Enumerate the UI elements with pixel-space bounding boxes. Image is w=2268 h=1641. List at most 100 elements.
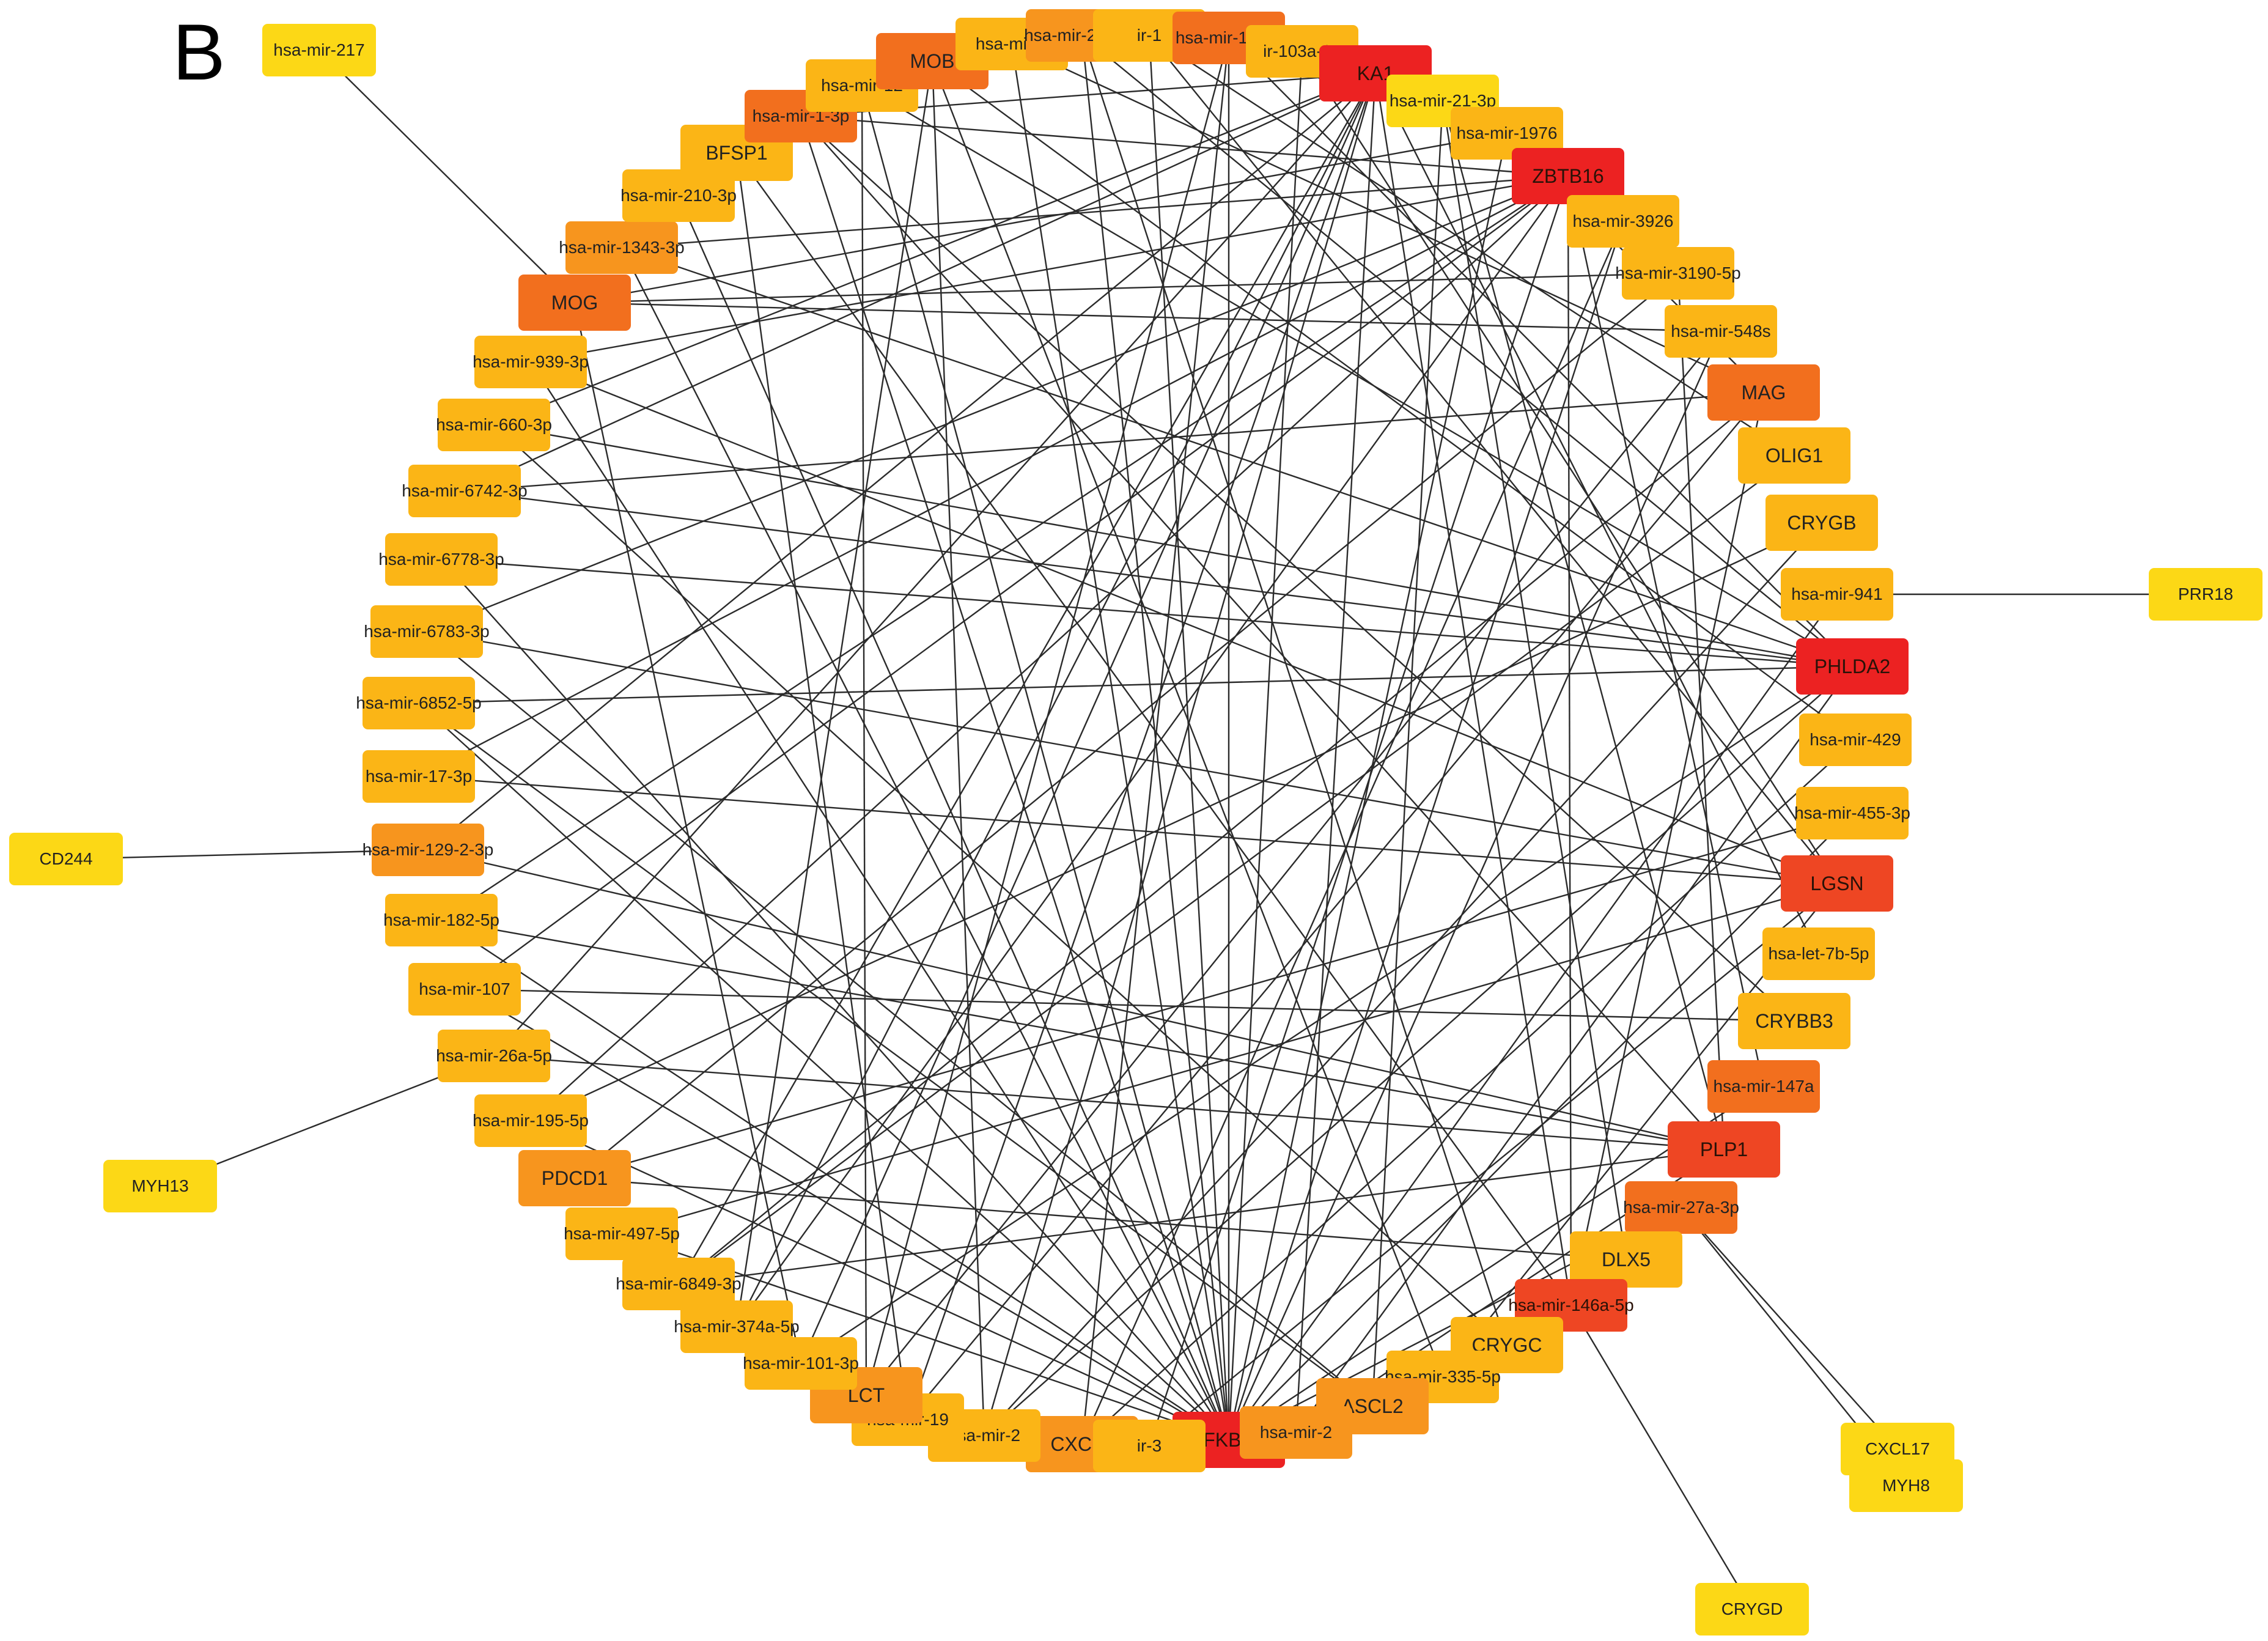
node-ZBTB16[interactable]: ZBTB16: [1512, 148, 1624, 204]
edge-DLX5-mir_21: [1441, 100, 1627, 1260]
edge-CRYBB3-mir_107: [464, 988, 1795, 1022]
node-mir_3926[interactable]: hsa-mir-3926: [1567, 195, 1679, 248]
node-PHLDA2[interactable]: PHLDA2: [1796, 638, 1909, 695]
edge-ZBTB16-mir_939: [530, 175, 1569, 363]
node-MAG[interactable]: MAG: [1707, 364, 1820, 421]
edge-MAG-mir_6742: [464, 391, 1764, 492]
edge-MOG-mir_3190: [574, 272, 1679, 304]
edge-OLIG1-mir_6849: [678, 455, 1795, 1285]
node-mir_941[interactable]: hsa-mir-941: [1781, 568, 1893, 621]
node-mir_27a[interactable]: hsa-mir-27a-3p: [1623, 1181, 1739, 1234]
node-mir_497[interactable]: hsa-mir-497-5p: [564, 1208, 680, 1260]
edge-OLIG1-mir_1x: [1149, 34, 1795, 457]
edge-MOG-mir_1976: [574, 132, 1508, 304]
node-mir_6849[interactable]: hsa-mir-6849-3p: [616, 1258, 742, 1310]
edge-CRYBB3-mir_1: [800, 116, 1795, 1022]
edge-MAG-mir_19: [907, 392, 1764, 1420]
edge-LGSN-mir_1x: [1149, 35, 1838, 884]
node-mir_6852[interactable]: hsa-mir-6852-5p: [356, 677, 482, 729]
edge-ZBTB16-mir_374a: [736, 175, 1569, 1327]
node-mir_210[interactable]: hsa-mir-210-3p: [620, 169, 737, 222]
edge-PHLDA2-mir_101: [800, 665, 1853, 1365]
node-mir_129[interactable]: hsa-mir-129-2-3p: [363, 824, 493, 876]
node-DLX5[interactable]: DLX5: [1570, 1231, 1682, 1288]
node-mir_107[interactable]: hsa-mir-107: [408, 963, 521, 1016]
node-CRYGD[interactable]: CRYGD: [1695, 1583, 1809, 1635]
node-mir_2x2[interactable]: hsa-mir-2: [1240, 1406, 1352, 1459]
node-mir_195[interactable]: hsa-mir-195-5p: [473, 1094, 589, 1147]
edge-CRYGB-mir_2x: [984, 522, 1822, 1436]
edge-PDCD1-DLX5: [574, 1177, 1627, 1261]
edge-PLP1-mir_182: [441, 919, 1725, 1151]
edge-MOB-mir_429: [932, 61, 1856, 740]
edge-LCT-mir_548s: [866, 331, 1721, 1396]
node-CRYGB[interactable]: CRYGB: [1765, 495, 1878, 551]
edge-CRYGB-mir_195: [530, 522, 1822, 1122]
edge-BFSP1-mir_19: [735, 152, 909, 1420]
edge-ZBTB16-mir_1343: [621, 175, 1569, 249]
node-CD244[interactable]: CD244: [9, 833, 123, 885]
node-PDCD1[interactable]: PDCD1: [518, 1150, 631, 1206]
edge-MOB-mir_2x: [931, 61, 985, 1436]
node-mir_939[interactable]: hsa-mir-939-3p: [473, 336, 589, 388]
node-PRR18[interactable]: PRR18: [2149, 568, 2262, 621]
edge-FKBP-mir_182: [441, 919, 1229, 1441]
node-mir_660[interactable]: hsa-mir-660-3p: [436, 399, 552, 451]
edge-mir_1x-FKBP: [1148, 35, 1230, 1440]
edge-PLP1-mir_129: [427, 849, 1725, 1151]
edge-ZBTB16-mir_182: [441, 175, 1569, 921]
node-mir_21[interactable]: hsa-mir-21-3p: [1386, 75, 1499, 127]
node-mir_3x[interactable]: ir-3: [1093, 1420, 1206, 1472]
node-mir_548s[interactable]: hsa-mir-548s: [1665, 305, 1777, 358]
node-MOG[interactable]: MOG: [518, 275, 631, 331]
node-mir_429[interactable]: hsa-mir-429: [1799, 714, 1912, 766]
node-mir_335[interactable]: hsa-mir-335-5p: [1385, 1351, 1501, 1403]
edge-PLP1-mir_26a: [493, 1055, 1725, 1151]
panel-label: B: [172, 7, 226, 97]
node-mir_6783[interactable]: hsa-mir-6783-3p: [364, 605, 490, 658]
edge-mir_3x2-FKBP: [1011, 43, 1230, 1440]
node-let_7b[interactable]: hsa-let-7b-5p: [1762, 927, 1875, 980]
node-MYH13[interactable]: MYH13: [103, 1160, 217, 1212]
edge-mir_217-MOG: [318, 50, 575, 303]
edge-PDCD1-mir_455: [574, 812, 1853, 1179]
node-mir_26a[interactable]: hsa-mir-26a-5p: [436, 1030, 552, 1082]
edge-PLP1-mir_1: [800, 116, 1725, 1150]
edge-FKBP-mir_210: [677, 195, 1230, 1440]
edge-MOG-mir_101: [573, 302, 802, 1364]
edge-FKBP-mir_939: [529, 361, 1230, 1440]
edge-ZBTB16-mir_6783: [426, 175, 1569, 633]
edge-KA1-mir_129: [427, 73, 1376, 850]
edge-KA1-mir_146a: [1374, 73, 1572, 1306]
edge-PLP1-mir_21: [1441, 100, 1725, 1150]
node-mir_17[interactable]: hsa-mir-17-3p: [363, 750, 475, 803]
node-mir_374a[interactable]: hsa-mir-374a-5p: [674, 1300, 800, 1353]
node-MYH8[interactable]: MYH8: [1849, 1459, 1963, 1512]
node-OLIG1[interactable]: OLIG1: [1738, 427, 1850, 484]
edge-ZBTB16-mir_146a: [1567, 175, 1572, 1306]
edge-MAG-mir_3x2: [1011, 43, 1764, 394]
node-mir_6778[interactable]: hsa-mir-6778-3p: [378, 533, 504, 586]
edge-CXCL9-mir_16: [1081, 37, 1230, 1445]
node-PLP1[interactable]: PLP1: [1668, 1121, 1780, 1178]
node-LGSN[interactable]: LGSN: [1781, 855, 1893, 912]
node-mir_455[interactable]: hsa-mir-455-3p: [1794, 787, 1910, 839]
edge-LGSN-mir_3x: [1149, 883, 1838, 1447]
edge-ASCL2-mir_6783: [426, 631, 1373, 1407]
node-mir_217[interactable]: hsa-mir-217: [262, 24, 376, 76]
edge-mir_2x2-KA1: [1295, 73, 1377, 1433]
node-mir_6742[interactable]: hsa-mir-6742-3p: [402, 465, 528, 517]
edge-KA1-mir_374a: [735, 73, 1377, 1327]
node-mir_1343[interactable]: hsa-mir-1343-3p: [559, 221, 685, 274]
node-mir_147a[interactable]: hsa-mir-147a: [1707, 1060, 1820, 1113]
edge-LGSN-mir_103a: [1301, 51, 1838, 884]
edge-LCT-mir_16: [865, 37, 1230, 1396]
node-LCT[interactable]: LCT: [810, 1367, 922, 1423]
edge-mir_12x-FKBP: [861, 85, 1230, 1440]
node-mir_182[interactable]: hsa-mir-182-5p: [383, 894, 499, 946]
node-mir_3190[interactable]: hsa-mir-3190-5p: [1615, 247, 1741, 300]
edge-LCT-mir_12x: [861, 85, 867, 1396]
node-CRYBB3[interactable]: CRYBB3: [1738, 993, 1850, 1049]
edge-KA1-mir_6849: [677, 73, 1377, 1285]
node-mir_101[interactable]: hsa-mir-101-3p: [743, 1337, 859, 1390]
